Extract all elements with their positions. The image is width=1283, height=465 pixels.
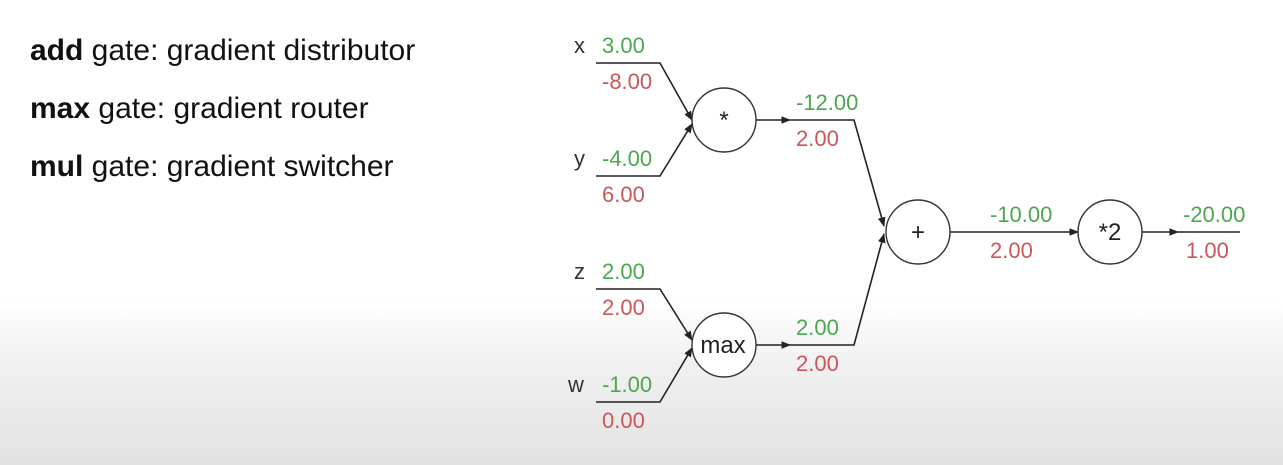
- forward-value-x: 3.00: [602, 33, 645, 58]
- input-label-w: w: [567, 372, 584, 397]
- forward-value-z: 2.00: [602, 259, 645, 284]
- forward-value-scale: -20.00: [1183, 202, 1245, 227]
- gradient-value-scale: 1.00: [1186, 238, 1229, 263]
- rule-description: gate: gradient router: [90, 92, 369, 125]
- gradient-value-w: 0.00: [602, 408, 645, 433]
- forward-value-add: -10.00: [990, 202, 1052, 227]
- wire-x: [596, 62, 693, 121]
- node-mul: *: [691, 87, 757, 153]
- input-label-z: z: [574, 259, 585, 284]
- gate-rules: add gate: gradient distributor max gate:…: [30, 32, 415, 206]
- wire-w: [596, 347, 693, 403]
- input-label-y: y: [574, 146, 585, 171]
- rule-description: gate: gradient switcher: [83, 150, 394, 183]
- node-scale: *2: [1077, 199, 1143, 265]
- rule-gate-name: mul: [30, 150, 84, 183]
- rule-add: add gate: gradient distributor: [30, 32, 415, 90]
- node-op-label: *2: [1099, 219, 1122, 246]
- rule-gate-name: add: [30, 34, 84, 67]
- node-add: +: [885, 199, 951, 265]
- input-label-x: x: [574, 33, 585, 58]
- wire-y: [596, 123, 693, 177]
- node-op-label: *: [719, 107, 728, 134]
- wire-z: [596, 288, 693, 341]
- forward-value-y: -4.00: [602, 146, 652, 171]
- forward-value-max: 2.00: [796, 315, 839, 340]
- gradient-value-x: -8.00: [602, 69, 652, 94]
- gradient-value-y: 6.00: [602, 182, 645, 207]
- rule-description: gate: gradient distributor: [83, 34, 416, 67]
- gradient-value-max: 2.00: [796, 351, 839, 376]
- node-max: max: [691, 312, 757, 378]
- gradient-value-mul: 2.00: [796, 126, 839, 151]
- rule-mul: mul gate: gradient switcher: [30, 148, 415, 206]
- forward-value-mul: -12.00: [796, 90, 858, 115]
- wire-mul-to-add: [790, 119, 886, 227]
- rule-gate-name: max: [30, 92, 91, 125]
- rule-max: max gate: gradient router: [30, 90, 415, 148]
- gradient-value-z: 2.00: [602, 295, 645, 320]
- node-op-label: max: [700, 332, 745, 359]
- wire-max-to-add: [790, 233, 886, 346]
- forward-value-w: -1.00: [602, 372, 652, 397]
- node-op-label: +: [911, 219, 925, 246]
- gradient-value-add: 2.00: [990, 238, 1033, 263]
